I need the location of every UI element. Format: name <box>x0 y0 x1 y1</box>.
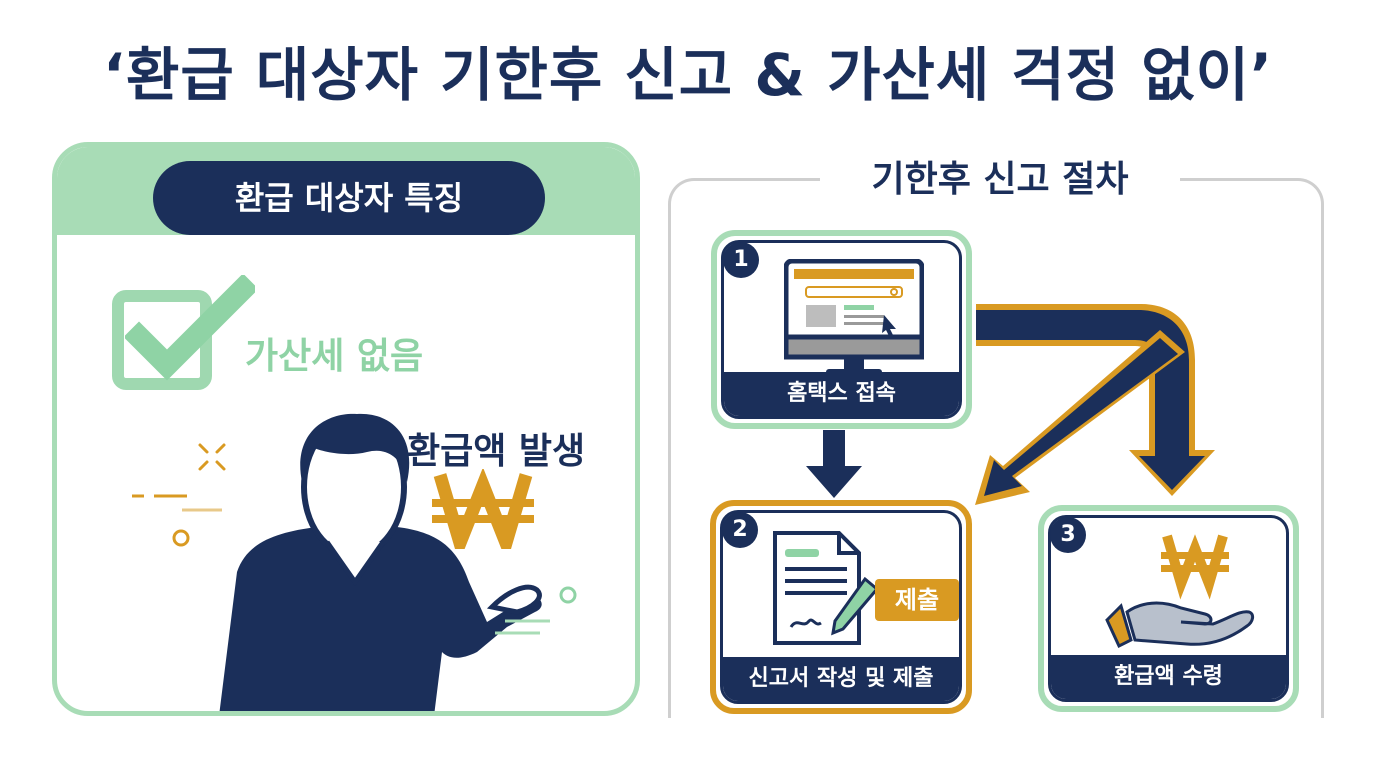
sparkle-icon <box>198 443 226 471</box>
step-card-3: 환급액 수령 3 <box>1038 505 1299 712</box>
arrow-diagonal-icon <box>975 330 1185 505</box>
step-label-1: 홈택스 접속 <box>724 372 959 416</box>
dash-lines-icon <box>132 494 222 512</box>
panel-heading: 환급 대상자 특징 <box>153 161 545 235</box>
submit-tag: 제출 <box>875 579 959 621</box>
no-penalty-text: 가산세 없음 <box>245 336 424 377</box>
step-card-inner: 환급액 수령 <box>1048 515 1289 702</box>
page-title: ‘환급 대상자 기한후 신고 & 가산세 걱정 없이’ <box>102 41 1274 109</box>
procedure-heading-bg <box>820 150 1180 210</box>
person-icon <box>219 413 542 711</box>
refund-occurs-text: 환급액 발생 <box>407 431 586 472</box>
step-card-1: 홈택스 접속 1 <box>711 230 972 429</box>
step-badge-3: 3 <box>1050 517 1086 553</box>
refund-target-panel: 환급 대상자 특징 가산세 없음 환급액 발생 <box>52 142 640 716</box>
step-card-inner: 홈택스 접속 <box>721 240 962 419</box>
circle-dot-icon <box>172 529 190 547</box>
procedure-heading: 기한후 신고 절차 <box>871 159 1129 200</box>
step-card-inner: 제출 신고서 작성 및 제출 <box>720 510 962 704</box>
step-card-2: 제출 신고서 작성 및 제출 2 <box>710 500 972 714</box>
won-icon <box>432 469 534 549</box>
step-label-3: 환급액 수령 <box>1051 655 1286 699</box>
mint-circle-icon <box>559 586 577 604</box>
step-badge-2: 2 <box>722 512 758 548</box>
document-pen-icon <box>773 531 880 645</box>
arrow-down-icon <box>806 430 862 498</box>
step-label-2: 신고서 작성 및 제출 <box>723 657 959 701</box>
step-badge-1: 1 <box>723 242 759 278</box>
check-icon <box>125 275 255 381</box>
mint-dash-icon <box>495 619 550 635</box>
monitor-icon <box>784 259 924 377</box>
hand-won-icon <box>1105 534 1255 649</box>
